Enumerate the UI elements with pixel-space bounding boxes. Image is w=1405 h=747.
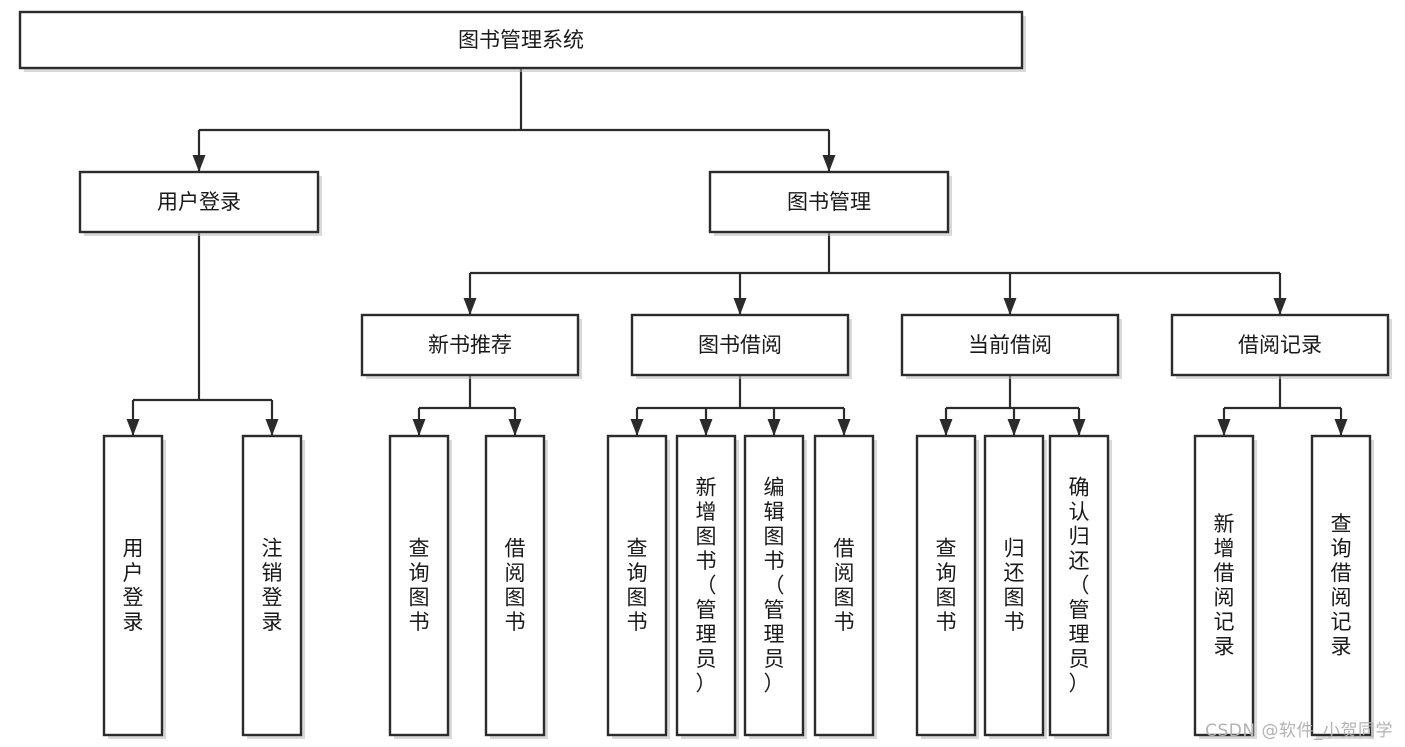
node-leaf-logout[interactable]: 注销登录: [241, 434, 305, 739]
node-new-book-rec[interactable]: 新书推荐: [360, 313, 582, 379]
node-label: 注销登录: [262, 537, 283, 635]
arrow-head-icon: [126, 419, 140, 436]
node-label: 借阅记录: [1238, 333, 1322, 357]
node-label: 新书推荐: [428, 333, 512, 357]
node-label: 查询图书: [627, 537, 648, 635]
node-label: 归还图书: [1004, 537, 1025, 635]
node-box[interactable]: [983, 434, 1045, 737]
node-leaf-edit-book[interactable]: 编辑图书（管理员）: [743, 434, 807, 739]
node-label: 编辑图书（管理员）: [764, 475, 785, 695]
node-book-manage[interactable]: 图书管理: [708, 170, 952, 236]
node-label: 借阅图书: [834, 537, 855, 635]
arrow-head-icon: [1003, 298, 1017, 315]
node-box[interactable]: [484, 434, 546, 737]
arrow-head-icon: [699, 419, 713, 436]
connector-group: [412, 375, 522, 436]
node-box[interactable]: [1170, 313, 1390, 377]
node-box[interactable]: [630, 313, 850, 377]
node-borrow-record[interactable]: 借阅记录: [1170, 313, 1392, 379]
connector-group: [939, 375, 1086, 436]
node-label: 用户登录: [123, 537, 144, 635]
node-label: 新增图书（管理员）: [696, 475, 717, 695]
arrow-head-icon: [630, 419, 644, 436]
arrow-head-icon: [412, 419, 426, 436]
connector-group: [463, 232, 1287, 315]
arrow-head-icon: [1072, 419, 1086, 436]
arrow-head-icon: [733, 298, 747, 315]
node-box[interactable]: [743, 434, 805, 737]
node-box[interactable]: [78, 170, 320, 234]
node-label: 图书管理系统: [458, 28, 584, 52]
node-box[interactable]: [900, 313, 1120, 377]
node-box[interactable]: [1193, 434, 1255, 737]
node-label: 新增借阅记录: [1214, 512, 1235, 659]
arrow-head-icon: [1273, 298, 1287, 315]
arrow-head-icon: [767, 419, 781, 436]
node-leaf-query-record[interactable]: 查询借阅记录: [1310, 434, 1374, 739]
node-label: 图书管理: [787, 190, 871, 214]
node-box[interactable]: [675, 434, 737, 737]
node-root[interactable]: 图书管理系统: [18, 10, 1026, 72]
node-layer: 图书管理系统用户登录图书管理新书推荐图书借阅当前借阅借阅记录用户登录注销登录查询…: [18, 10, 1392, 739]
arrow-head-icon: [1217, 419, 1231, 436]
arrow-head-icon: [837, 419, 851, 436]
arrow-head-icon: [939, 419, 953, 436]
node-box[interactable]: [388, 434, 450, 737]
node-leaf-query-book-rec[interactable]: 查询图书: [388, 434, 452, 739]
node-box[interactable]: [813, 434, 875, 737]
arrow-head-icon: [822, 155, 836, 172]
node-user-login[interactable]: 用户登录: [78, 170, 322, 236]
node-leaf-borrow-book-rec[interactable]: 借阅图书: [484, 434, 548, 739]
node-box[interactable]: [606, 434, 668, 737]
node-box[interactable]: [360, 313, 580, 377]
node-leaf-user-login[interactable]: 用户登录: [102, 434, 166, 739]
node-label: 查询图书: [409, 537, 430, 635]
node-leaf-confirm-return[interactable]: 确认归还（管理员）: [1048, 434, 1112, 739]
node-label: 当前借阅: [968, 333, 1052, 357]
node-label: 查询图书: [936, 537, 957, 635]
arrow-head-icon: [192, 155, 206, 172]
node-leaf-return-book[interactable]: 归还图书: [983, 434, 1047, 739]
node-label: 确认归还（管理员）: [1069, 475, 1090, 695]
node-book-borrow[interactable]: 图书借阅: [630, 313, 852, 379]
node-label: 用户登录: [157, 190, 241, 214]
arrow-head-icon: [463, 298, 477, 315]
node-box[interactable]: [1048, 434, 1110, 737]
node-current-borrow[interactable]: 当前借阅: [900, 313, 1122, 379]
node-leaf-query-book-b[interactable]: 查询图书: [606, 434, 670, 739]
node-box[interactable]: [102, 434, 164, 737]
arrow-head-icon: [1007, 419, 1021, 436]
connector-group: [192, 68, 836, 172]
node-box[interactable]: [18, 10, 1024, 70]
node-box[interactable]: [915, 434, 977, 737]
node-leaf-borrow-book-b[interactable]: 借阅图书: [813, 434, 877, 739]
node-label: 查询借阅记录: [1331, 512, 1352, 659]
node-box[interactable]: [708, 170, 950, 234]
node-box[interactable]: [1310, 434, 1372, 737]
node-label: 借阅图书: [505, 537, 526, 635]
arrow-head-icon: [508, 419, 522, 436]
connector-layer: [126, 68, 1348, 436]
arrow-head-icon: [1334, 419, 1348, 436]
node-label: 图书借阅: [698, 333, 782, 357]
node-leaf-query-book-c[interactable]: 查询图书: [915, 434, 979, 739]
node-leaf-add-record[interactable]: 新增借阅记录: [1193, 434, 1257, 739]
node-leaf-add-book[interactable]: 新增图书（管理员）: [675, 434, 739, 739]
node-box[interactable]: [241, 434, 303, 737]
connector-group: [630, 375, 851, 436]
arrow-head-icon: [265, 419, 279, 436]
csdn-watermark: CSDN @软件_小贺同学: [1205, 721, 1393, 741]
connector-group: [1217, 375, 1348, 436]
connector-group: [126, 232, 279, 436]
